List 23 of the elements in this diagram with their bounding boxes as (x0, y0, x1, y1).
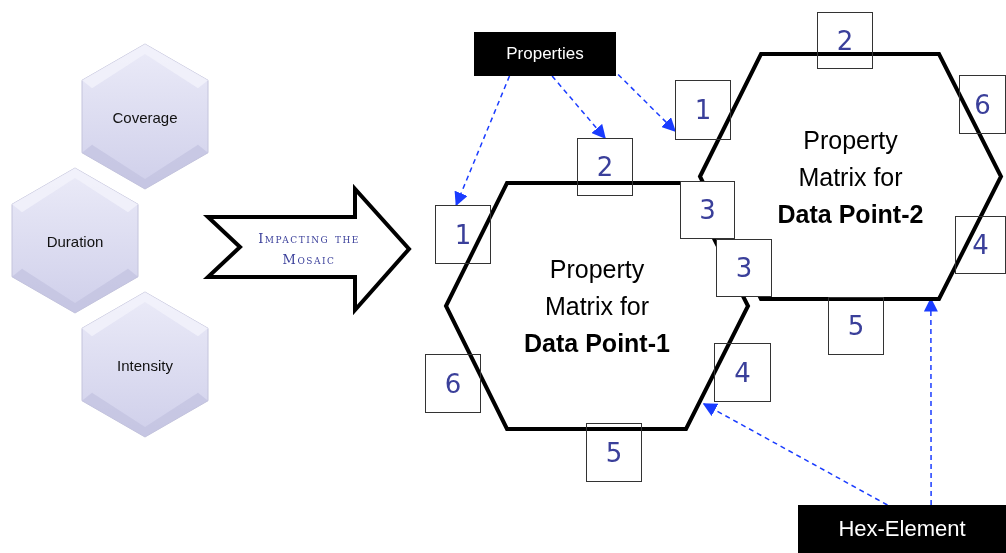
number-box: 1 (675, 80, 731, 140)
hexagon-label: Coverage (112, 108, 178, 125)
number-box: 2 (817, 12, 873, 69)
hexagon-label: Duration (46, 232, 104, 249)
arrow-label: Impacting the Mosaic (257, 230, 361, 269)
number-box: 5 (586, 423, 642, 482)
dashed-arrow (551, 75, 606, 140)
dashed-arrow (454, 75, 511, 207)
hexagon-label: Intensity (117, 356, 173, 373)
number-box: 2 (577, 138, 633, 196)
number-box: 1 (435, 205, 491, 264)
label-tag: Hex-Element (798, 505, 1006, 553)
hexagon-title: Property Matrix for Data Point-1 (523, 253, 671, 359)
number-box: 4 (955, 216, 1006, 274)
number-box: 6 (425, 354, 481, 413)
hexagon-title: Property Matrix for Data Point-2 (776, 124, 925, 229)
number-box: 3 (680, 181, 735, 239)
number-box: 4 (714, 343, 771, 402)
label-tag: Properties (474, 32, 616, 76)
number-box: 6 (959, 75, 1006, 134)
number-box: 3 (716, 239, 772, 297)
number-box: 5 (828, 297, 884, 355)
dashed-arrow (702, 403, 889, 506)
